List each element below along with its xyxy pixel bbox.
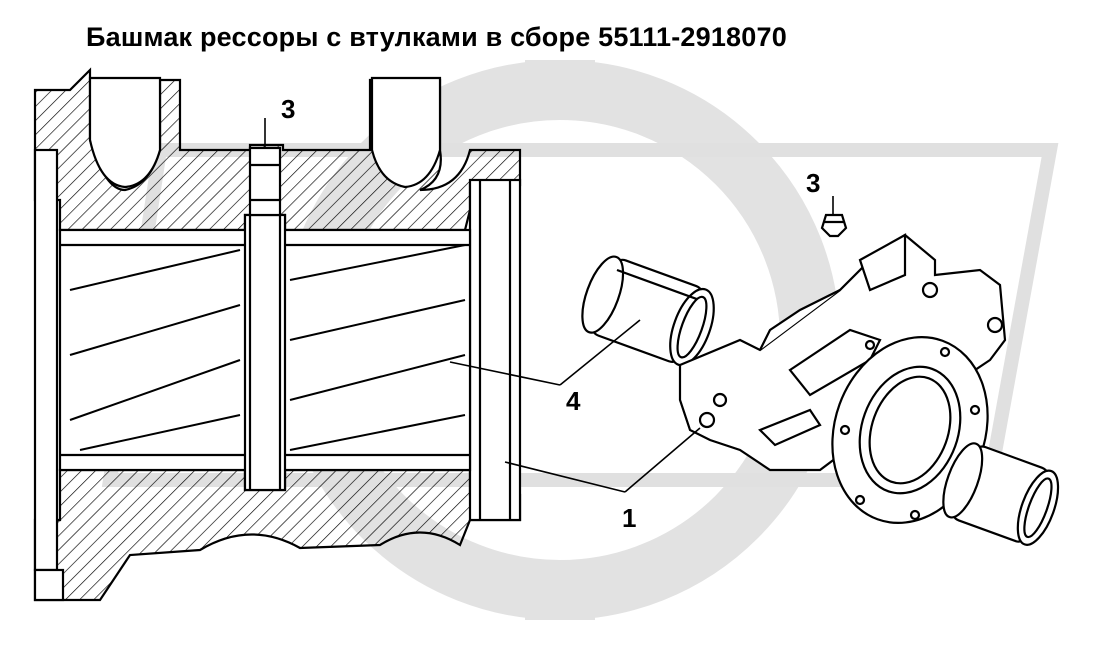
spiral-grooves xyxy=(69,244,466,451)
center-pin xyxy=(243,213,287,492)
grease-nipple-section xyxy=(248,146,282,217)
exploded-view xyxy=(581,213,1060,546)
callout-1: 1 xyxy=(622,503,637,533)
callout-4: 4 xyxy=(566,386,581,416)
right-end-plate xyxy=(468,178,522,522)
grease-nipple-exploded xyxy=(820,213,848,238)
page-title: Башмак рессоры с втулками в сборе 55111-… xyxy=(86,22,787,52)
spring-shoe-body xyxy=(678,233,1007,472)
section-view xyxy=(33,67,522,602)
callout-3-section: 3 xyxy=(281,94,296,124)
callout-3-exploded: 3 xyxy=(806,168,821,198)
bushing-lower xyxy=(942,442,1060,546)
left-flange xyxy=(33,148,59,572)
leader-lines xyxy=(264,118,834,493)
bushing-upper xyxy=(581,255,715,367)
